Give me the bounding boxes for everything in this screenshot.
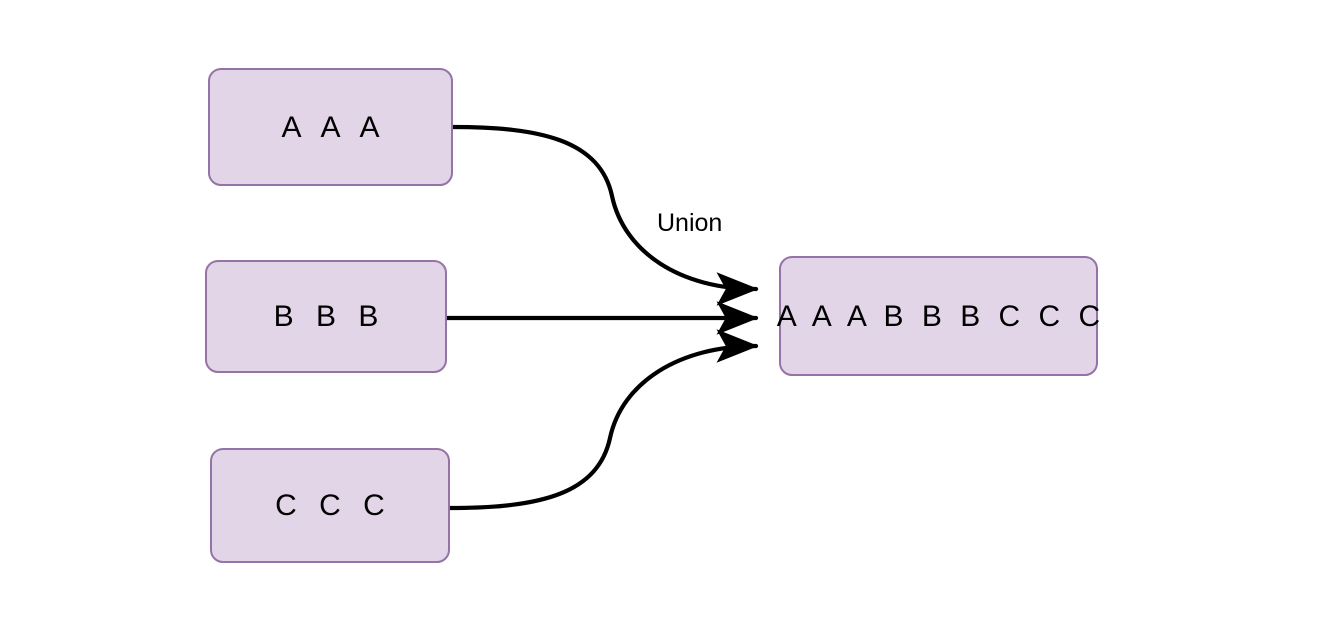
node-result-label: A A A B B B C C C xyxy=(776,299,1106,333)
node-ccc[interactable]: C C C xyxy=(210,448,450,563)
node-result[interactable]: A A A B B B C C C xyxy=(777,256,1100,376)
node-bbb-label: B B B xyxy=(273,300,386,333)
edge-ccc-to-result xyxy=(447,329,759,511)
node-bbb[interactable]: B B B xyxy=(205,260,447,373)
edge-aaa-to-result xyxy=(450,124,759,306)
node-aaa[interactable]: A A A xyxy=(208,68,453,186)
node-ccc-label: C C C xyxy=(275,489,392,522)
node-aaa-label: A A A xyxy=(281,110,387,144)
edge-label-union: Union xyxy=(655,209,725,238)
